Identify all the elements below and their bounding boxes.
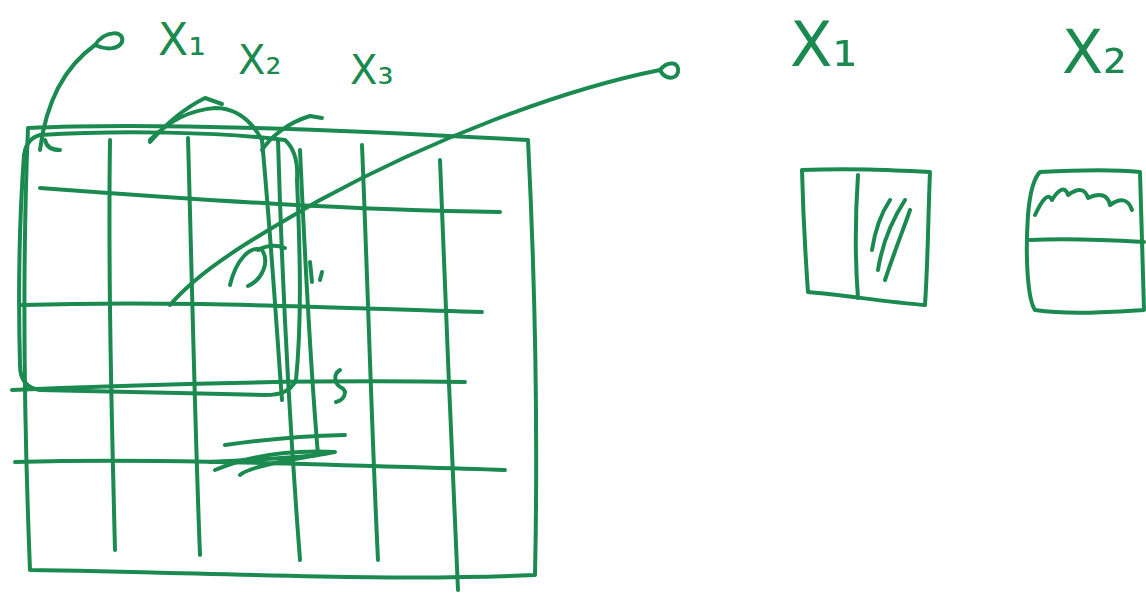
variable-label: X₁ [790,14,857,76]
scribble [258,246,285,250]
arrow-line [40,45,95,150]
scribble [230,249,265,286]
variable-label: X₂ [238,40,281,80]
variable-label: X₂ [1062,22,1127,82]
window-outline [19,132,300,395]
grid-line [22,303,482,312]
variable-label: X₁ [158,18,206,62]
grid-border [24,126,536,578]
grid-line [109,140,115,550]
projection-curve [170,70,660,305]
eye-mark [95,33,122,48]
filter-divider [1030,239,1144,242]
window-outline [210,150,318,462]
hatch [872,200,910,280]
scribble [215,452,335,475]
arrow-line [262,116,322,150]
scribble [320,272,322,280]
grid-line [12,381,465,390]
arrow-line [150,98,222,142]
scribble [310,262,312,282]
filter-divider [856,175,858,298]
window-outline [225,435,345,445]
filter-square [802,169,930,305]
grid-line [40,188,500,212]
eye-mark [660,63,678,77]
window-outline [45,140,60,150]
filter-square [1027,171,1144,313]
grid-line [440,160,458,590]
hatch [1035,190,1132,215]
scribble [335,370,345,402]
variable-label: X₃ [350,50,393,90]
